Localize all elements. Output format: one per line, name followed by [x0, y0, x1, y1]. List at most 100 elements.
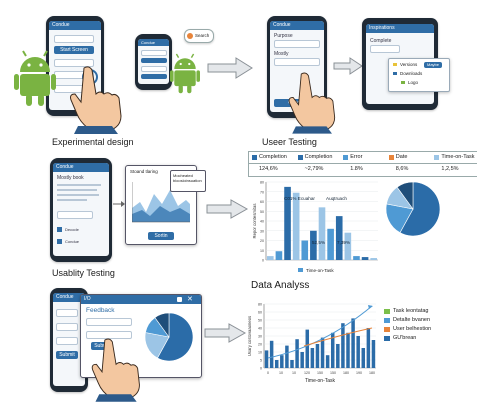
y-tick-label: 20: [258, 343, 262, 347]
connector-arrow-icon: [113, 201, 125, 207]
maybe-button[interactable]: Maybe: [424, 62, 442, 68]
y-tick-label: 0: [262, 259, 264, 263]
submit-button[interactable]: Submit: [91, 342, 113, 350]
text-field[interactable]: [54, 35, 94, 43]
section-title-data-analysis: Data Analyss: [251, 280, 310, 291]
checkbox[interactable]: [57, 227, 62, 232]
feedback-window: I/O ✕ Feedback Submit: [80, 294, 202, 378]
pie-slice: [157, 312, 194, 362]
feedback-field[interactable]: [86, 331, 132, 339]
field-label: Purpose: [274, 33, 293, 39]
legend-label: Task leontatag: [393, 308, 429, 314]
dot-icon: [393, 63, 397, 66]
user-testing-pie-chart: [385, 181, 441, 237]
x-tick-label: 120: [304, 371, 310, 375]
text-field[interactable]: [141, 50, 167, 56]
table-value-cell: 8,6%: [395, 166, 409, 172]
sort-button[interactable]: Sortin: [148, 232, 174, 240]
bar: [318, 207, 326, 260]
feedback-field[interactable]: [86, 318, 132, 326]
y-axis-label: Repor contesmitas: [252, 204, 257, 239]
flow-arrow-icon: [204, 323, 247, 343]
text-line: [57, 199, 87, 201]
text-field[interactable]: [274, 58, 320, 66]
legend-swatch: [384, 327, 390, 332]
table-header-cell: Error: [350, 154, 363, 160]
y-tick-label: 40: [260, 220, 264, 224]
popup-item[interactable]: Versions: [400, 62, 418, 67]
popup-item[interactable]: Logo: [408, 80, 419, 85]
bar: [341, 323, 345, 368]
checkbox[interactable]: [57, 239, 62, 244]
dot-icon: [401, 81, 405, 84]
legend-swatch: [252, 155, 257, 160]
text-line: [57, 184, 101, 186]
text-field[interactable]: [370, 45, 400, 53]
bar: [361, 348, 366, 368]
text-field[interactable]: [56, 323, 78, 331]
bar: [371, 340, 376, 368]
app-bar: Condue: [49, 21, 101, 30]
legend-swatch: [384, 318, 390, 323]
popup-item[interactable]: Downloads: [400, 71, 423, 76]
section-title-user-testing: Useer Testing: [262, 137, 317, 147]
search-bubble: Search: [184, 29, 214, 43]
table-value-row: 124,6%~2,79%1.8%8,6%1,2,5%: [249, 164, 477, 175]
table-value-cell: 1,2,5%: [441, 166, 459, 172]
area-chart: [132, 182, 190, 223]
chart-annotation: C01% Ecuahar: [284, 196, 315, 201]
y-tick-label: 30: [260, 229, 264, 233]
app-bar: Condue: [53, 293, 85, 302]
x-tick-label: 180: [343, 371, 349, 375]
start-screen-button[interactable]: Start Screen: [54, 46, 94, 54]
phone-mockup-4: Condue Mostly book Decode Condue: [50, 158, 112, 262]
pointing-hand-icon: [70, 66, 122, 134]
x-tick-label: 190: [356, 371, 362, 375]
legend-swatch: [384, 336, 390, 341]
text-field[interactable]: [57, 211, 93, 219]
pointing-hand-icon: [91, 338, 140, 402]
y-tick-label: 30: [258, 335, 262, 339]
bar: [269, 340, 274, 368]
flow-arrow-icon: [207, 57, 253, 79]
y-tick-label: 60: [258, 311, 262, 315]
primary-button[interactable]: [141, 74, 167, 79]
text-field[interactable]: [56, 309, 78, 317]
list-item[interactable]: Decode: [65, 227, 79, 232]
bar: [346, 332, 350, 368]
phone-mockup-2: Condue: [135, 34, 172, 90]
callout-note: Mocheated bloosloinsuation: [170, 170, 206, 192]
trend-line: [303, 327, 373, 347]
trend-arrowhead: [368, 305, 373, 309]
x-tick-label: 150: [317, 371, 323, 375]
app-bar: Condue: [270, 21, 324, 30]
field-label: Mostly book: [57, 175, 84, 181]
edit-icon[interactable]: [177, 297, 182, 302]
x-tick-label: 180: [369, 371, 375, 375]
text-field[interactable]: [274, 40, 320, 48]
app-bar: Condue: [138, 39, 169, 46]
text-field[interactable]: [141, 66, 167, 72]
chart-annotation: Auqtruach: [326, 196, 347, 201]
y-tick-label: 80: [258, 303, 262, 307]
bubble-label: Search: [195, 33, 210, 38]
android-robot-icon: [170, 53, 200, 94]
bar: [361, 257, 369, 260]
bar: [300, 352, 304, 368]
bar: [285, 345, 289, 368]
bar: [310, 230, 317, 260]
app-bar: Inspirations: [366, 24, 434, 33]
table-header-cell: Date: [395, 154, 408, 160]
x-tick-label: 10: [279, 371, 283, 375]
bar: [305, 329, 310, 368]
text-field[interactable]: [54, 59, 94, 67]
section-title-experimental-design: Experimental design: [52, 137, 134, 147]
close-icon[interactable]: ✕: [187, 296, 193, 303]
bar: [320, 337, 325, 368]
list-item[interactable]: Condue: [65, 239, 80, 244]
text-field[interactable]: [56, 337, 78, 345]
submit-button[interactable]: Submit: [56, 351, 78, 359]
primary-button[interactable]: [141, 58, 167, 63]
